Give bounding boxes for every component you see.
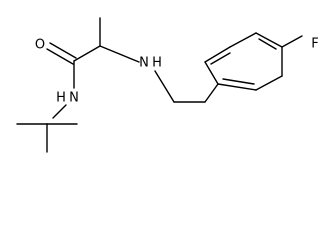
carbonyl-to-alpha-carbon-bond xyxy=(73,45,101,62)
amide-hydrogen-label: H xyxy=(56,91,66,106)
ring-inner-double-bond-2 xyxy=(258,38,277,50)
carbonyl-double-bond-outer xyxy=(49,42,77,59)
ring-bond-1 xyxy=(204,61,219,85)
alpha-carbon-to-amine-nitrogen-bond xyxy=(99,45,140,63)
ring-to-fluorine-bond xyxy=(281,35,303,48)
ring-inner-double-bond-3 xyxy=(222,78,255,85)
carbonyl-double-bond-inner xyxy=(46,48,74,65)
ring-bond-3 xyxy=(229,32,257,48)
fluorine-label: F xyxy=(311,37,318,52)
ring-bond-6 xyxy=(255,75,283,91)
chemical-structure-diagram: O N H N H F xyxy=(16,17,319,153)
bonds xyxy=(16,17,303,153)
oxygen-label: O xyxy=(35,38,45,53)
ring-bond-7 xyxy=(217,83,257,91)
ring-bond-4 xyxy=(255,32,283,48)
amine-nitrogen-label: N xyxy=(139,56,149,71)
ring-bond-2 xyxy=(204,46,231,63)
ring-inner-double-bond-1 xyxy=(210,52,231,65)
amine-hydrogen-label: H xyxy=(152,56,162,71)
ethyl-to-ring-bond xyxy=(204,83,219,103)
amide-nitrogen-label: N xyxy=(69,91,79,106)
amide-nitrogen-to-tert-butyl-bond xyxy=(52,104,67,119)
atom-labels: O N H N H F xyxy=(35,37,319,106)
amine-nitrogen-to-ethyl-bond xyxy=(154,70,175,103)
